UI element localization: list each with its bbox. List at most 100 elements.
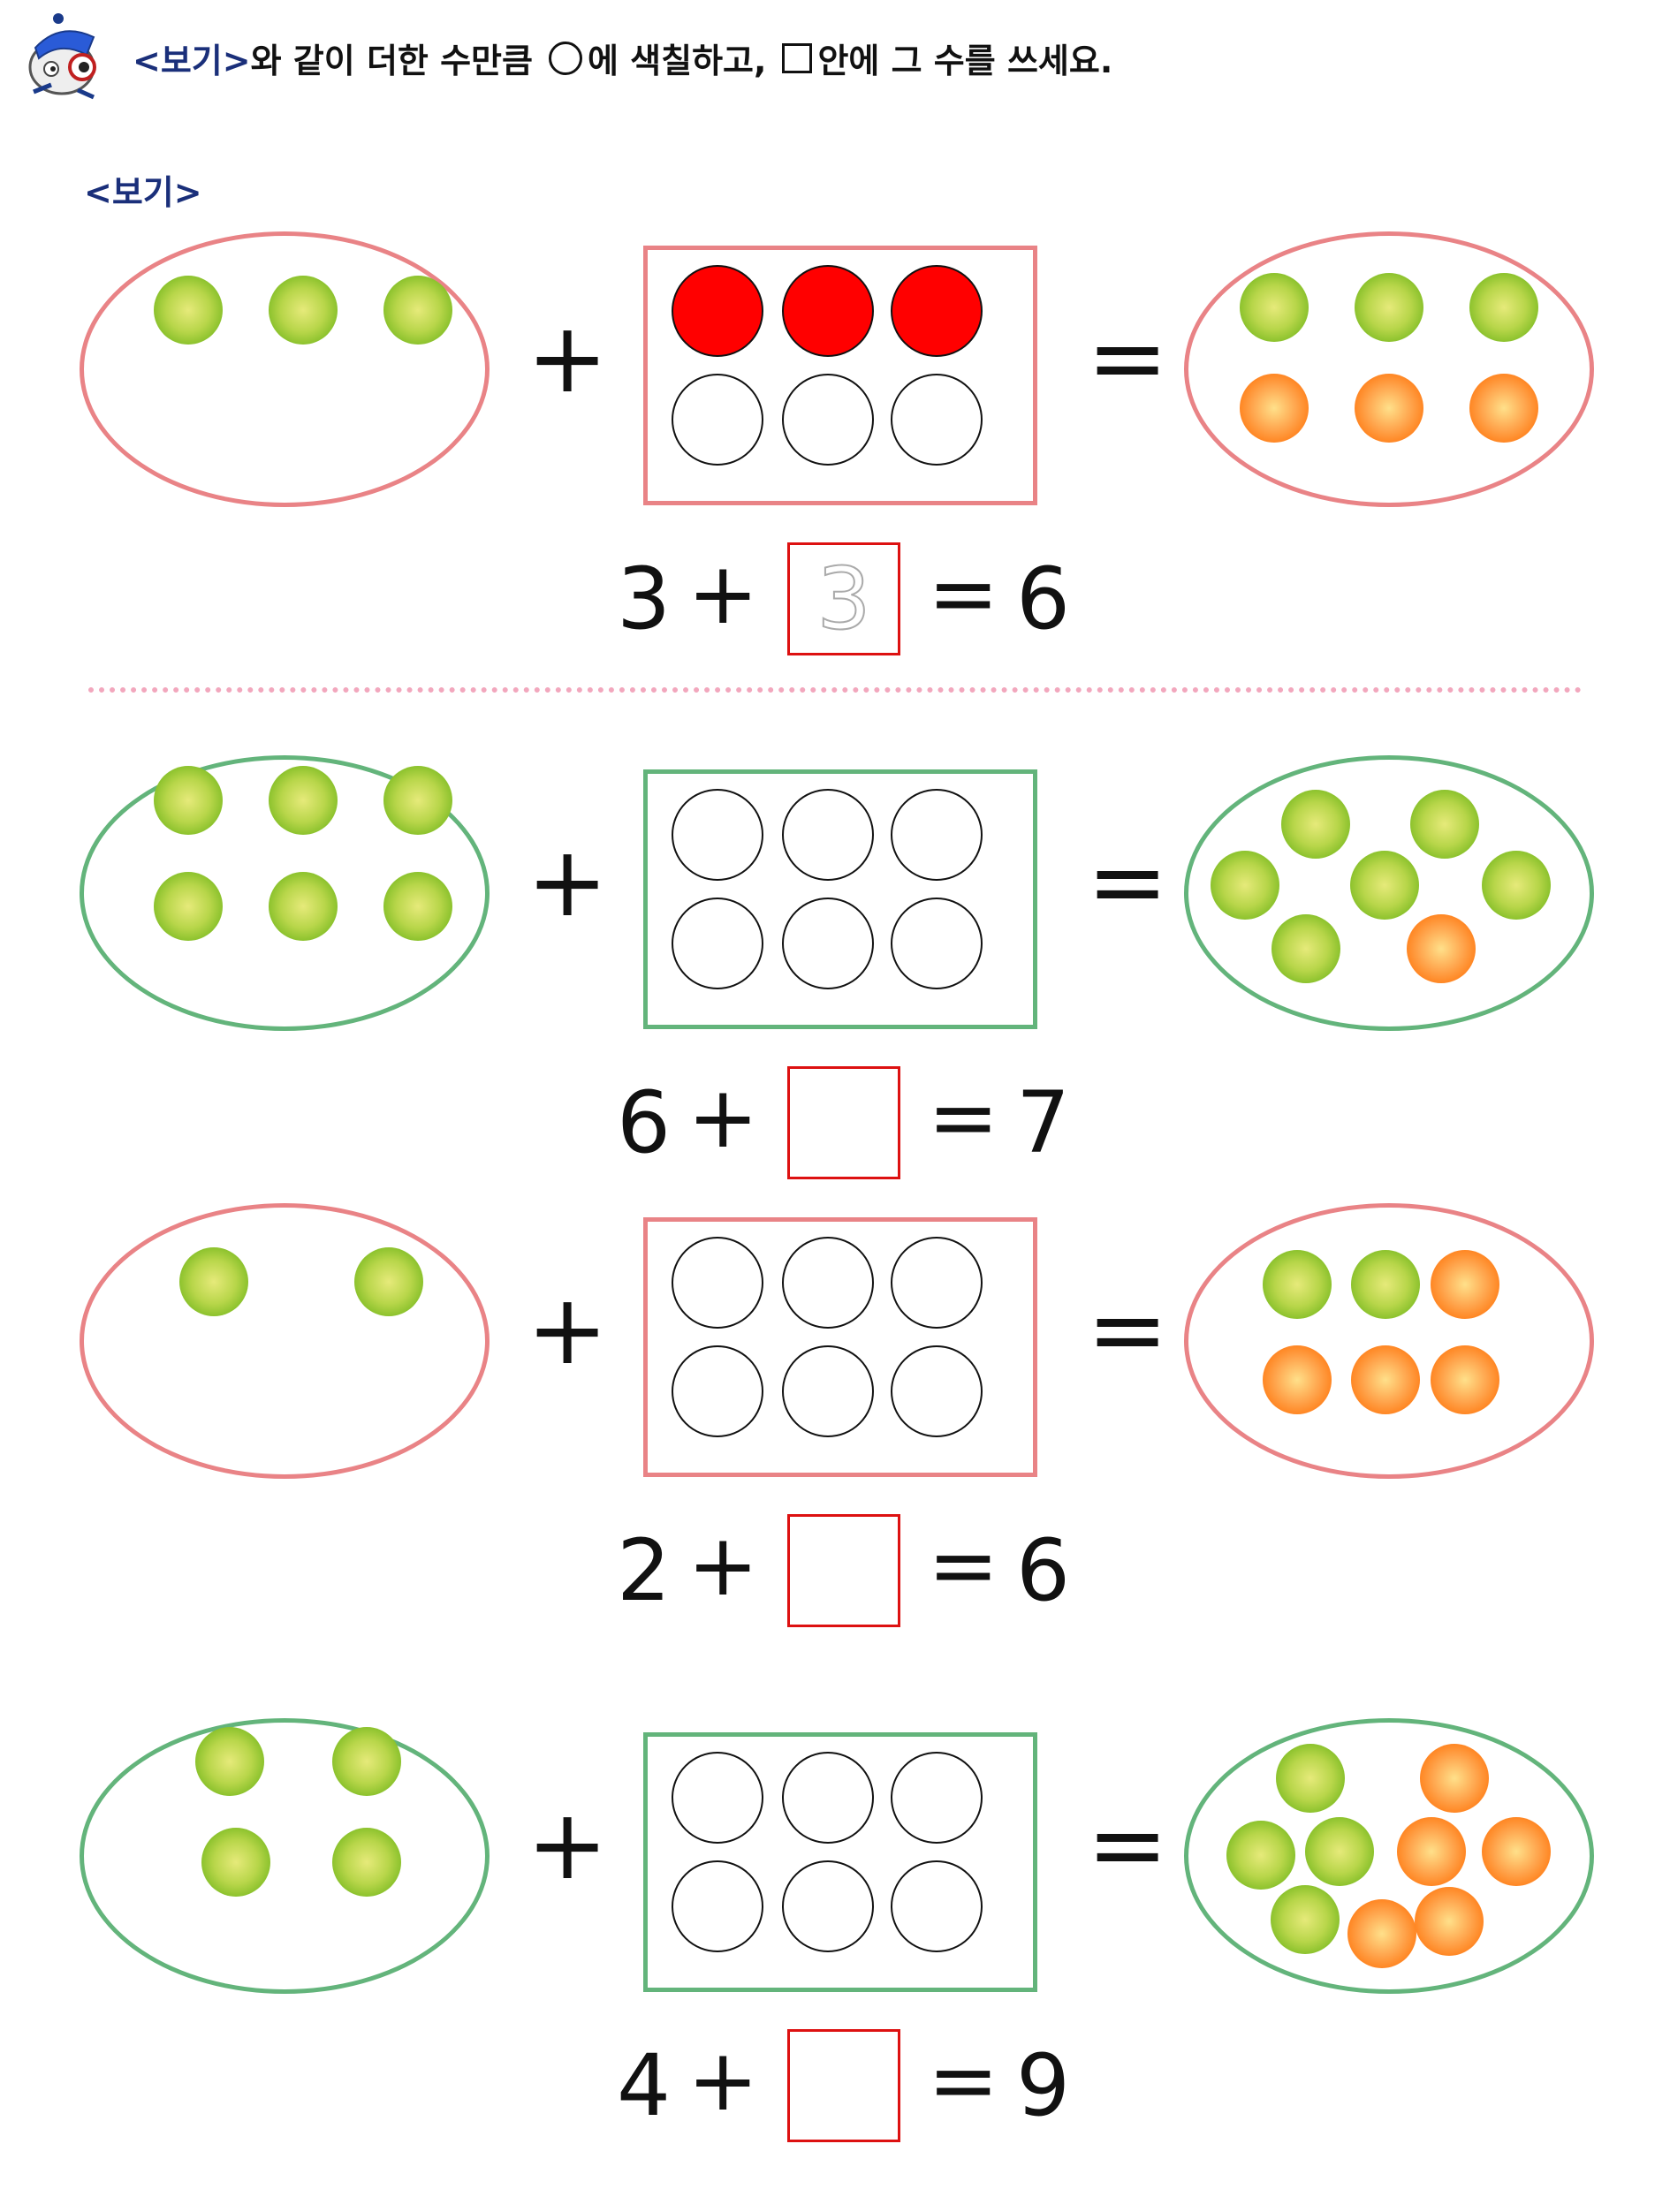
circle-symbol-icon [548, 41, 582, 75]
problem-row: += [0, 755, 1670, 1179]
instruction-part-2: 에 색칠하고, [587, 42, 767, 80]
square-symbol-icon [782, 42, 813, 73]
coloring-circle[interactable] [672, 1345, 763, 1437]
orange-ball [1240, 374, 1309, 443]
equation-equals: = [928, 1516, 999, 1615]
equals-sign: = [1087, 301, 1169, 414]
equation-plus: + [687, 1516, 759, 1615]
equation-result: 7 [1016, 1073, 1071, 1172]
green-ball [332, 1828, 401, 1897]
green-ball [1482, 851, 1551, 920]
equation-plus: + [687, 2031, 759, 2130]
coloring-circle[interactable] [672, 789, 763, 881]
orange-ball [1263, 1345, 1332, 1414]
instruction-part-1: 와 같이 더한 수만큼 [250, 42, 533, 80]
coloring-circle[interactable] [782, 1237, 874, 1329]
green-ball [1211, 851, 1279, 920]
instruction-text: <보기> 와 같이 더한 수만큼 에 색칠하고, 안에 그 수를 쓰세요. [133, 34, 1112, 82]
orange-ball [1431, 1345, 1499, 1414]
equation-equals: = [928, 1068, 999, 1167]
coloring-circle[interactable] [891, 1860, 983, 1952]
green-ball [1469, 273, 1538, 342]
equation-result: 9 [1016, 2036, 1071, 2135]
coloring-circle[interactable] [782, 1345, 874, 1437]
coloring-circle[interactable] [891, 265, 983, 357]
coloring-circle[interactable] [672, 265, 763, 357]
equation-result: 6 [1016, 549, 1071, 648]
coloring-circle[interactable] [891, 789, 983, 881]
green-ball [154, 276, 223, 345]
traced-answer: 3 [816, 549, 871, 648]
orange-ball [1397, 1817, 1466, 1886]
coloring-circle[interactable] [672, 898, 763, 989]
coloring-circle[interactable] [782, 374, 874, 466]
answer-box[interactable]: 3 [787, 542, 900, 655]
green-ball [332, 1727, 401, 1796]
green-ball [1350, 851, 1419, 920]
answer-box[interactable] [787, 1066, 900, 1179]
equation-addend: 6 [617, 1073, 672, 1172]
green-ball [269, 276, 338, 345]
coloring-circle[interactable] [891, 1752, 983, 1844]
plus-sign: + [527, 1788, 609, 1901]
left-oval [80, 1203, 490, 1479]
green-ball [1271, 1885, 1340, 1954]
equals-sign: = [1087, 1273, 1169, 1386]
coloring-circle[interactable] [782, 789, 874, 881]
orange-ball [1347, 1899, 1416, 1968]
green-ball [354, 1247, 423, 1316]
coloring-circle[interactable] [672, 1860, 763, 1952]
instruction-part-3: 안에 그 수를 쓰세요. [817, 42, 1113, 80]
green-ball [1240, 273, 1309, 342]
green-ball [1355, 273, 1423, 342]
green-ball [179, 1247, 248, 1316]
right-oval [1184, 1203, 1594, 1479]
answer-box[interactable] [787, 1514, 900, 1627]
mascot-icon [28, 13, 96, 100]
orange-ball [1482, 1817, 1551, 1886]
coloring-circle[interactable] [891, 374, 983, 466]
problem-row: += [0, 1203, 1670, 1627]
green-ball [1281, 790, 1350, 859]
coloring-circle[interactable] [672, 374, 763, 466]
green-ball [269, 766, 338, 835]
equation-plus: + [687, 1068, 759, 1167]
green-ball [154, 766, 223, 835]
plus-sign: + [527, 825, 609, 938]
equation-result: 6 [1016, 1521, 1071, 1620]
orange-ball [1431, 1250, 1499, 1319]
problem-row: += [0, 231, 1670, 655]
coloring-circle[interactable] [672, 1752, 763, 1844]
equation-addend: 2 [617, 1521, 672, 1620]
green-ball [383, 872, 452, 941]
green-ball [154, 872, 223, 941]
green-ball [1276, 1744, 1345, 1813]
green-ball [383, 766, 452, 835]
coloring-circle[interactable] [782, 1860, 874, 1952]
coloring-circle[interactable] [891, 1345, 983, 1437]
coloring-circle[interactable] [782, 265, 874, 357]
green-ball [383, 276, 452, 345]
answer-box[interactable] [787, 2029, 900, 2142]
green-ball [269, 872, 338, 941]
equals-sign: = [1087, 825, 1169, 938]
orange-ball [1351, 1345, 1420, 1414]
plus-sign: + [527, 301, 609, 414]
coloring-circle[interactable] [782, 1752, 874, 1844]
orange-ball [1407, 914, 1476, 983]
coloring-circle[interactable] [891, 898, 983, 989]
coloring-circle[interactable] [782, 898, 874, 989]
instruction-tag: <보기> [133, 42, 251, 80]
coloring-circle[interactable] [672, 1237, 763, 1329]
orange-ball [1355, 374, 1423, 443]
equation-addend: 4 [617, 2036, 672, 2135]
equation-equals: = [928, 2031, 999, 2130]
coloring-circle[interactable] [891, 1237, 983, 1329]
example-divider [88, 687, 1582, 693]
green-ball [195, 1727, 264, 1796]
example-label: <보기> [84, 173, 202, 212]
counting-frame [643, 769, 1037, 1029]
problem-row: += [0, 1718, 1670, 2142]
left-oval [80, 755, 490, 1031]
